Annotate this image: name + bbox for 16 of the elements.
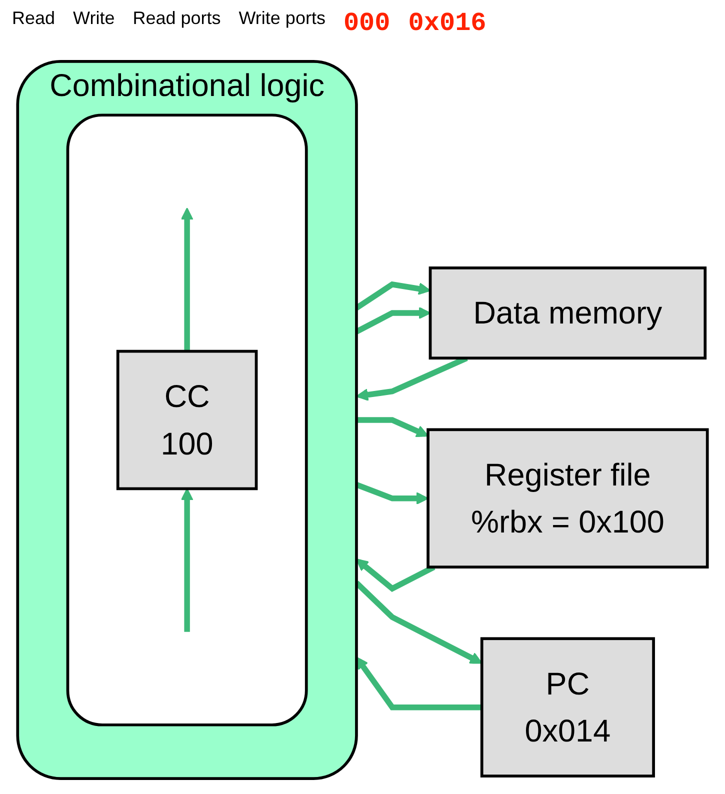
arrow bbox=[356, 656, 482, 710]
port-label: Read ports bbox=[132, 8, 221, 30]
arrow bbox=[356, 417, 429, 438]
node-box: Data memory bbox=[428, 266, 707, 360]
port-label: Write ports bbox=[238, 8, 326, 30]
value-label: 0x016 bbox=[408, 8, 486, 38]
node-box: CC 100 bbox=[116, 350, 258, 490]
port-label: Read bbox=[12, 8, 56, 30]
arrow bbox=[180, 488, 194, 632]
node-box: Register file %rbx = 0x100 bbox=[426, 428, 709, 568]
node-box: PC 0x014 bbox=[480, 637, 655, 778]
port-label: Write bbox=[73, 8, 115, 30]
arrow bbox=[356, 558, 436, 592]
value-label: 000 bbox=[343, 8, 390, 38]
cluster bbox=[66, 114, 308, 726]
arrow bbox=[180, 208, 194, 352]
